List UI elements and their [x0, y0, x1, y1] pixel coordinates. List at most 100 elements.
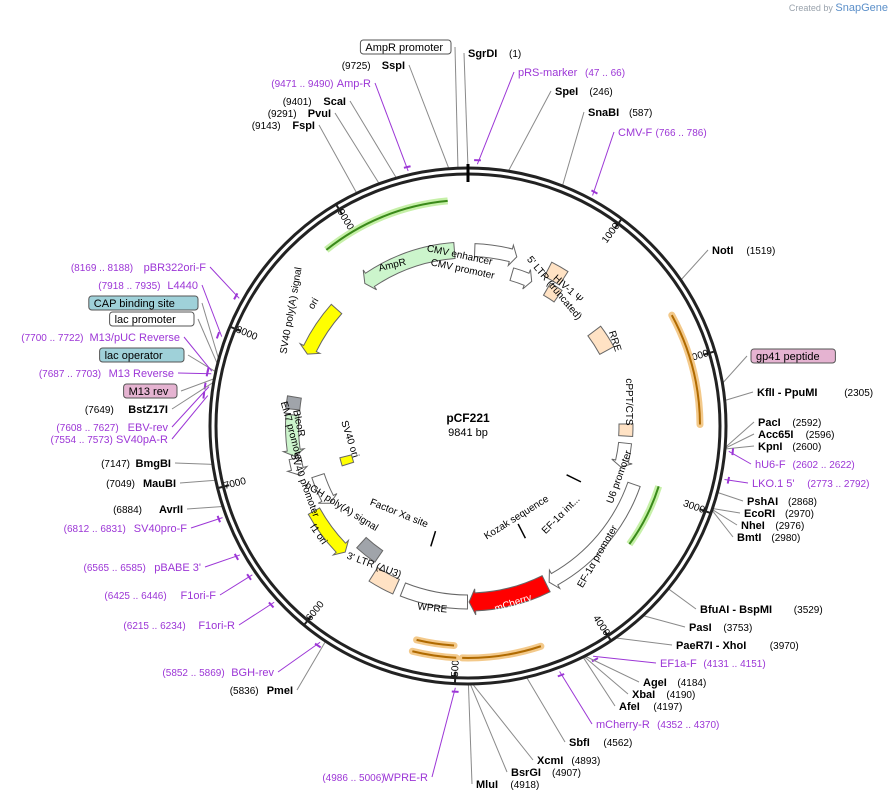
- site-hu6-f[interactable]: hU6-F(2602 .. 2622): [755, 459, 855, 471]
- site-xbai[interactable]: XbaI(4190): [632, 689, 695, 701]
- site-sv40pro-f[interactable]: SV40pro-F(6812 .. 6831): [64, 523, 188, 535]
- site-m13-rev[interactable]: M13 rev: [123, 383, 178, 399]
- site-paci[interactable]: PacI(2592): [758, 417, 821, 429]
- site-position: (5852 .. 5869): [162, 668, 224, 679]
- site-position: (9471 .. 9490): [271, 79, 333, 90]
- site-position: (766 .. 786): [656, 128, 707, 139]
- site-position: (6884): [113, 505, 142, 516]
- site-name: lac operator: [105, 350, 163, 362]
- site-position: (2980): [771, 533, 800, 544]
- site-kpni[interactable]: KpnI(2600): [758, 441, 821, 453]
- feature-ori[interactable]: [298, 303, 343, 355]
- site-ampr-promoter[interactable]: AmpR promoter: [359, 39, 452, 55]
- site-name: PacI: [758, 417, 781, 429]
- tick-mark: [335, 203, 344, 216]
- site-position: (2868): [788, 497, 817, 508]
- site-sbfi[interactable]: SbfI(4562): [569, 737, 632, 749]
- site-bmti[interactable]: BmtI(2980): [737, 532, 800, 544]
- site-name: BGH-rev: [231, 667, 274, 679]
- site-mlui[interactable]: MluI(4918): [476, 779, 539, 791]
- site-cmv-f[interactable]: CMV-F(766 .. 786): [618, 127, 707, 139]
- site-name: pBR322ori-F: [144, 262, 207, 274]
- feature-cmv-promoter[interactable]: [509, 267, 533, 290]
- orf-arc-bottom: [412, 650, 457, 659]
- site-avrii[interactable]: AvrII(6884): [113, 504, 183, 516]
- site-m13-puc-reverse[interactable]: M13/pUC Reverse(7700 .. 7722): [21, 332, 180, 344]
- site-mcherry-r[interactable]: mCherry-R(4352 .. 4370): [596, 719, 719, 731]
- feature-cmv-enhancer[interactable]: [473, 243, 518, 268]
- feature-3-ltr-u3[interactable]: [368, 566, 400, 595]
- site-fspi[interactable]: FspI(9143): [252, 120, 315, 132]
- feature-ampr[interactable]: [362, 242, 456, 291]
- site-position: (4893): [571, 756, 600, 767]
- feature-bleor[interactable]: [281, 413, 306, 457]
- site-sv40pa-r[interactable]: SV40pA-R(7554 .. 7573): [51, 434, 169, 446]
- feature-5-ltr-truncated[interactable]: [543, 261, 569, 286]
- feature-bgh-poly-a-signal[interactable]: [355, 536, 384, 563]
- leader-kfli-ppumi: [724, 391, 754, 401]
- site-lko-1-5[interactable]: LKO.1 5'(2773 .. 2792): [752, 478, 869, 490]
- feature-sv40-poly-a-signal[interactable]: [285, 395, 302, 411]
- site-maubi[interactable]: MauBI(7049): [106, 478, 176, 490]
- site-lac-operator[interactable]: lac operator: [99, 347, 185, 363]
- site-pasi[interactable]: PasI(3753): [689, 622, 752, 634]
- site-ecori[interactable]: EcoRI(2970): [744, 508, 814, 520]
- site-f1ori-r[interactable]: F1ori-R(6215 .. 6234): [123, 620, 235, 632]
- site-pvui[interactable]: PvuI(9291): [268, 108, 331, 120]
- tick-label: 6000: [304, 599, 327, 624]
- site-bgh-rev[interactable]: BGH-rev (5852 .. 5869): [162, 667, 274, 679]
- site-wpre-r[interactable]: WPRE-R(4986 .. 5006): [322, 772, 428, 784]
- site-snabi[interactable]: SnaBI(587): [588, 107, 652, 119]
- feature-factor-xa-site[interactable]: [430, 530, 437, 547]
- site-scai[interactable]: ScaI(9401): [283, 96, 346, 108]
- feature-mcherry[interactable]: [468, 574, 551, 616]
- site-xcmi[interactable]: XcmI(4893): [537, 755, 600, 767]
- site-sspi[interactable]: SspI(9725): [342, 60, 405, 72]
- site-cap-binding-site[interactable]: CAP binding site: [88, 295, 199, 311]
- feature-ef-1-int[interactable]: [566, 474, 582, 483]
- site-acc65i[interactable]: Acc65I(2596): [758, 429, 835, 441]
- feature-rre[interactable]: [587, 325, 615, 356]
- primer-mark-hu6-f: [731, 448, 735, 456]
- feature-hiv-1[interactable]: [542, 282, 563, 303]
- site-lac-promoter[interactable]: lac promoter: [109, 311, 195, 327]
- site-bmgbi[interactable]: BmgBI(7147): [101, 458, 171, 470]
- site-nhei[interactable]: NheI(2976): [741, 520, 804, 532]
- feature-ef-1-promoter[interactable]: [548, 481, 641, 590]
- site-pshai[interactable]: PshAI(2868): [747, 496, 817, 508]
- site-kfli-ppumi[interactable]: KflI - PpuMI(2305): [757, 387, 873, 399]
- site-name: SbfI: [569, 737, 590, 749]
- site-name: F1ori-R: [198, 620, 235, 632]
- site-bstz17i[interactable]: BstZ17I(7649): [85, 404, 168, 416]
- site-m13-reverse[interactable]: M13 Reverse(7687 .. 7703): [39, 368, 174, 380]
- leader-m13-rev: [180, 378, 215, 392]
- site-prs-marker[interactable]: pRS-marker(47 .. 66): [518, 67, 625, 79]
- site-agei[interactable]: AgeI(4184): [643, 677, 706, 689]
- feature-u6-promoter[interactable]: [611, 441, 633, 468]
- site-sgrdi[interactable]: SgrDI(1): [468, 48, 521, 60]
- leader-bfuai-bspmi: [667, 588, 697, 610]
- site-bfuai-bspmi[interactable]: BfuAI - BspMI(3529): [700, 604, 823, 616]
- site-pmei[interactable]: PmeI(5836): [230, 685, 293, 697]
- feature-kozak-sequence[interactable]: [517, 523, 527, 539]
- site-afei[interactable]: AfeI(4197): [619, 701, 682, 713]
- site-f1ori-f[interactable]: F1ori-F(6425 .. 6446): [104, 590, 216, 602]
- site-bsrgi[interactable]: BsrGI(4907): [511, 767, 581, 779]
- site-pbabe-3[interactable]: pBABE 3'(6565 .. 6585): [84, 562, 201, 574]
- feature-sv40-ori[interactable]: [339, 454, 355, 467]
- site-spei[interactable]: SpeI(246): [555, 86, 613, 98]
- feature-cppt-cts[interactable]: [618, 423, 634, 438]
- site-l4440[interactable]: L4440(7918 .. 7935): [98, 280, 198, 292]
- feature-f1-ori[interactable]: [307, 507, 350, 556]
- site-ef1a-f[interactable]: EF1a-F(4131 .. 4151): [660, 658, 766, 670]
- feature-em7-promoter[interactable]: [285, 456, 309, 476]
- site-noti[interactable]: NotI(1519): [712, 245, 775, 257]
- site-paer7i-xhoi[interactable]: PaeR7I - XhoI(3970): [676, 640, 799, 652]
- site-ebv-rev[interactable]: EBV-rev(7608 .. 7627): [56, 422, 168, 434]
- feature-wpre[interactable]: [399, 582, 469, 610]
- site-pbr322ori-f[interactable]: pBR322ori-F(8169 .. 8188): [71, 262, 206, 274]
- site-box-cap-binding-site: [88, 295, 199, 311]
- feature-sv40-promoter[interactable]: [311, 472, 338, 504]
- site-gp41-peptide[interactable]: gp41 peptide: [750, 348, 836, 364]
- site-amp-r[interactable]: Amp-R(9471 .. 9490): [271, 78, 371, 90]
